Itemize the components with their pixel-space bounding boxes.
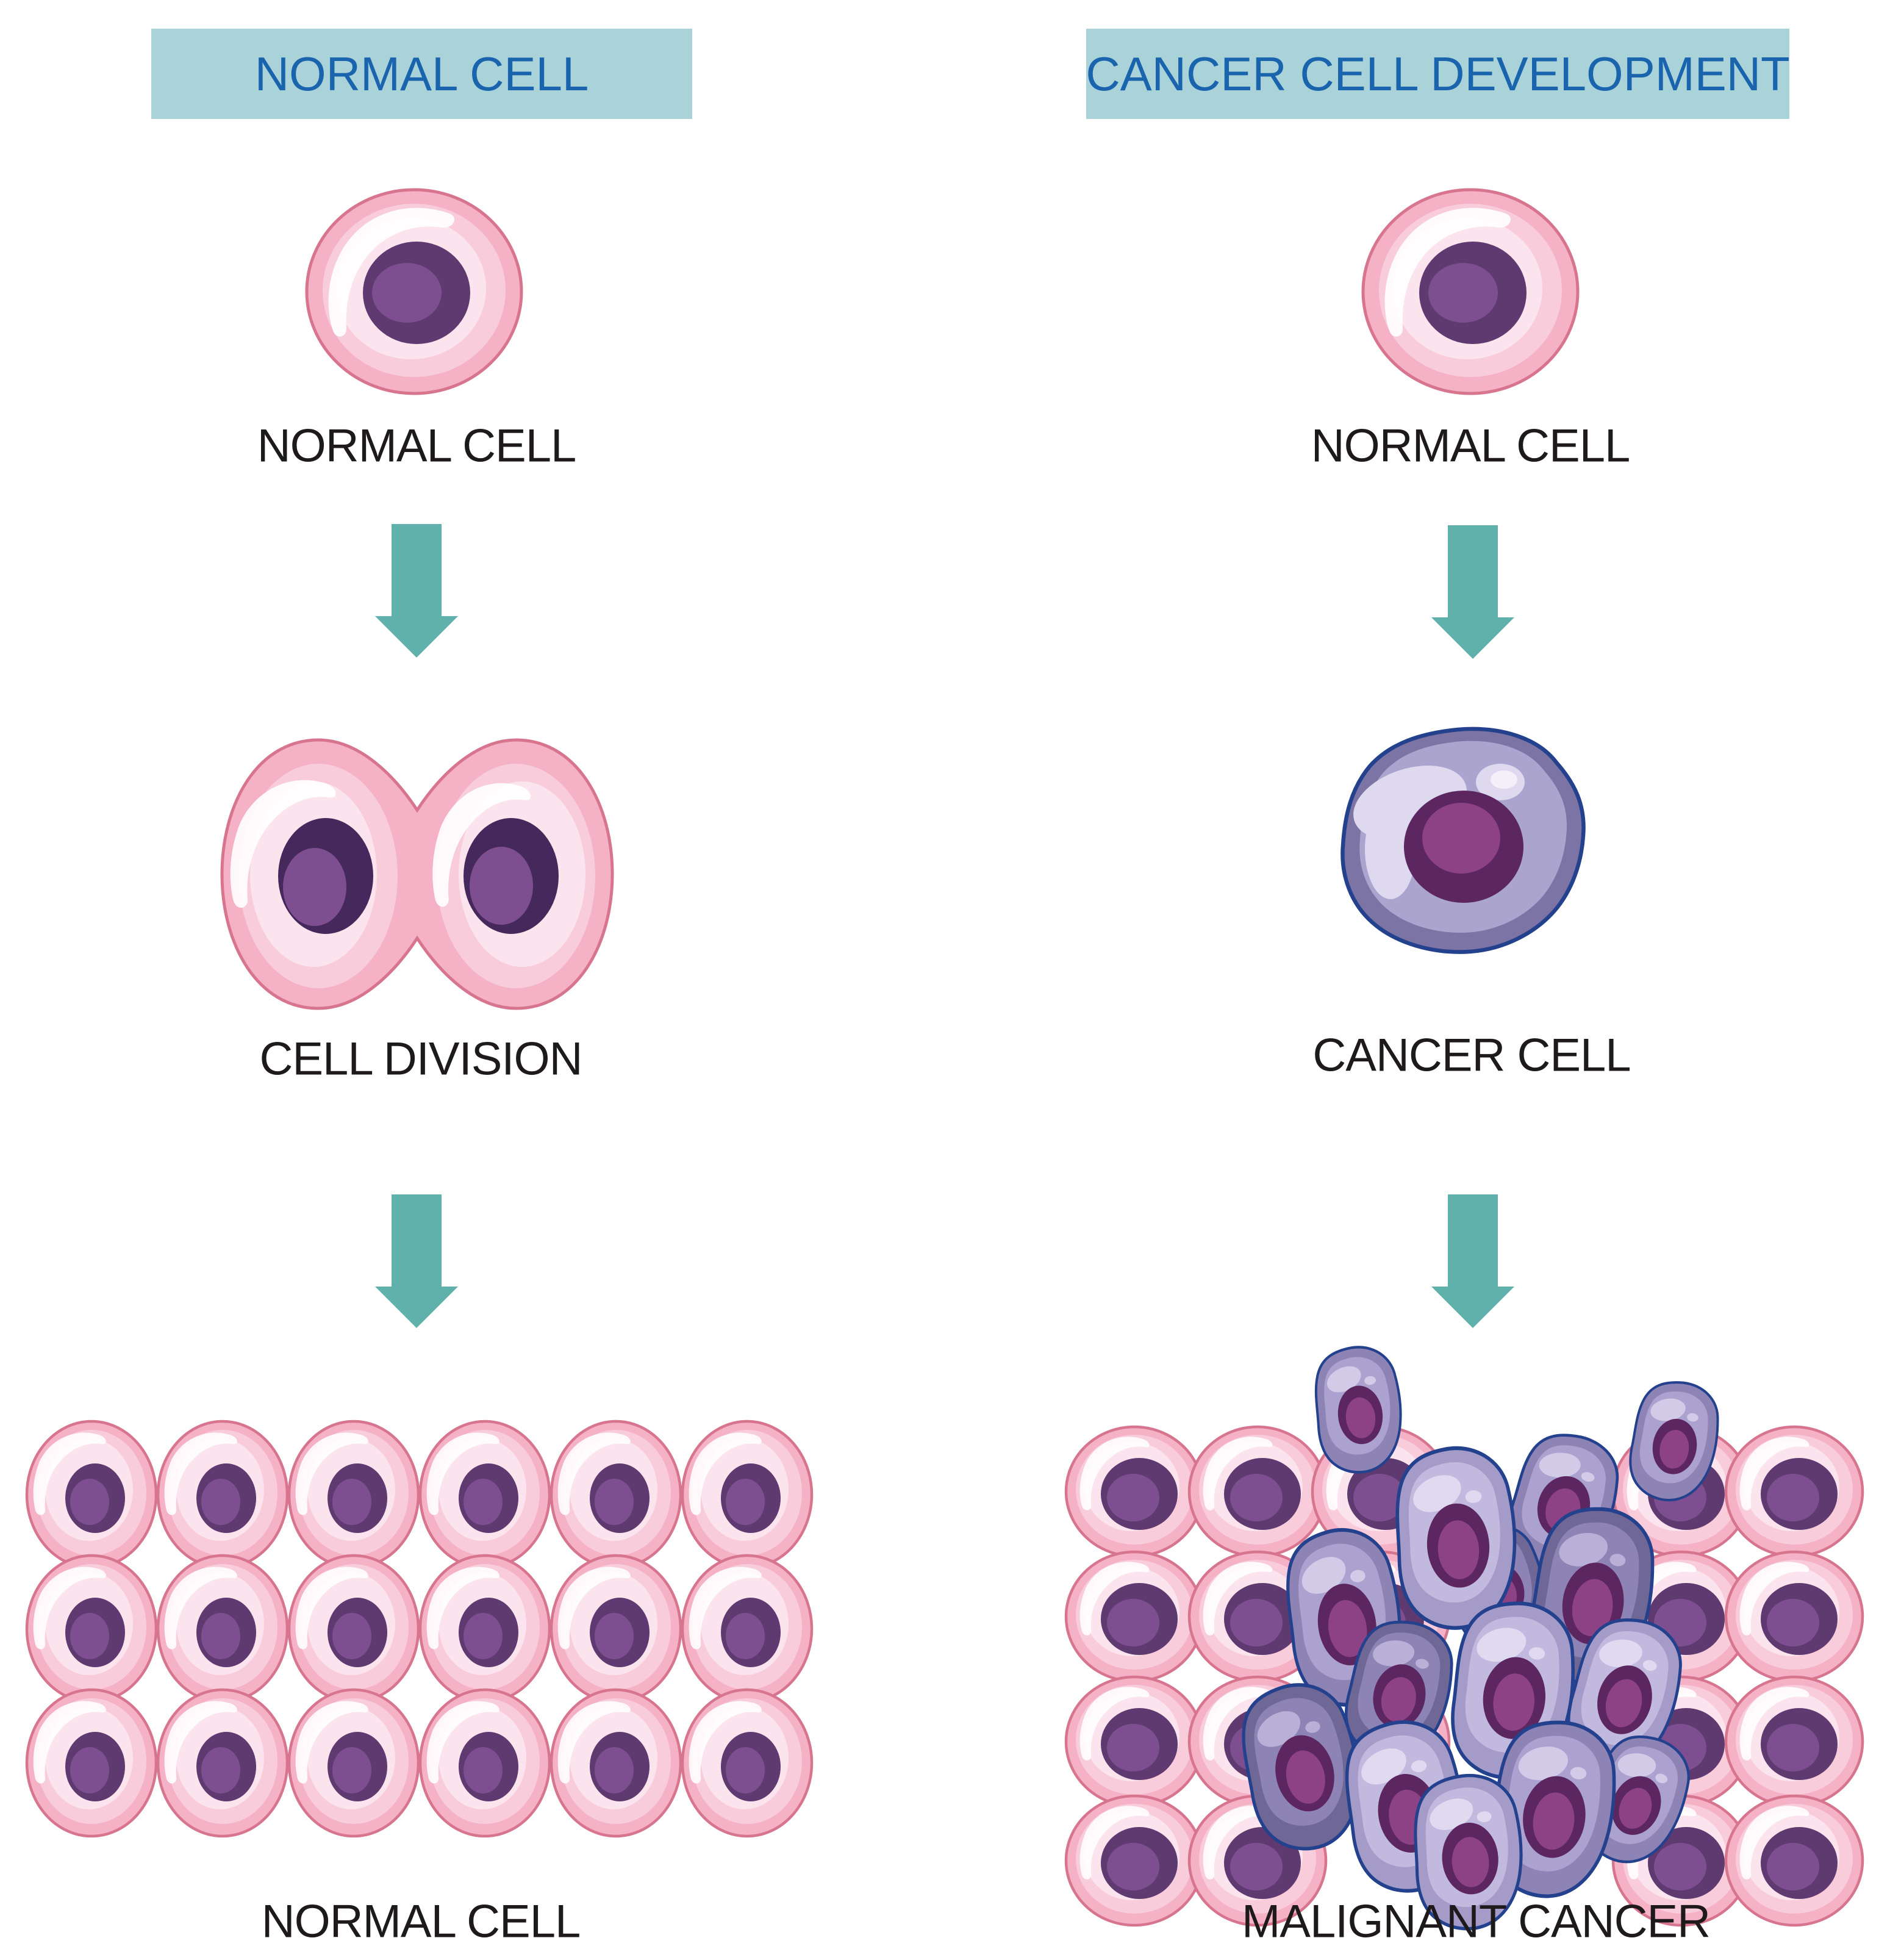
cell-division-illustration <box>220 738 614 1010</box>
header-cancer-development: CANCER CELL DEVELOPMENT <box>1086 29 1790 119</box>
arrow-down-icon <box>375 524 458 658</box>
caption-malignant-cancer: MALIGNANT CANCER <box>1241 1895 1711 1948</box>
normal-cell <box>1363 190 1578 393</box>
header-normal-cell: NORMAL CELL <box>151 29 692 119</box>
caption-normal-cell-right: NORMAL CELL <box>1311 420 1631 472</box>
caption-cancer-cell: CANCER CELL <box>1312 1029 1631 1082</box>
normal-cell-illustration-right <box>1363 190 1578 393</box>
cancer-cell-illustration <box>1341 727 1586 954</box>
malignant-tumor-illustration <box>1066 1343 1863 1932</box>
caption-cell-division: CELL DIVISION <box>259 1033 582 1085</box>
arrow-down-icon <box>375 1194 458 1328</box>
caption-normal-cell-left: NORMAL CELL <box>257 420 577 472</box>
arrow-down-icon <box>1431 1194 1514 1328</box>
caption-normal-tissue: NORMAL CELL <box>261 1895 581 1948</box>
normal-tissue-illustration <box>27 1421 812 1836</box>
header-cancer-development-label: CANCER CELL DEVELOPMENT <box>1086 46 1790 101</box>
arrow-down-icon <box>1431 525 1514 659</box>
normal-cell-illustration-left <box>307 190 521 393</box>
normal-cell <box>307 190 521 393</box>
header-normal-cell-label: NORMAL CELL <box>254 46 589 101</box>
